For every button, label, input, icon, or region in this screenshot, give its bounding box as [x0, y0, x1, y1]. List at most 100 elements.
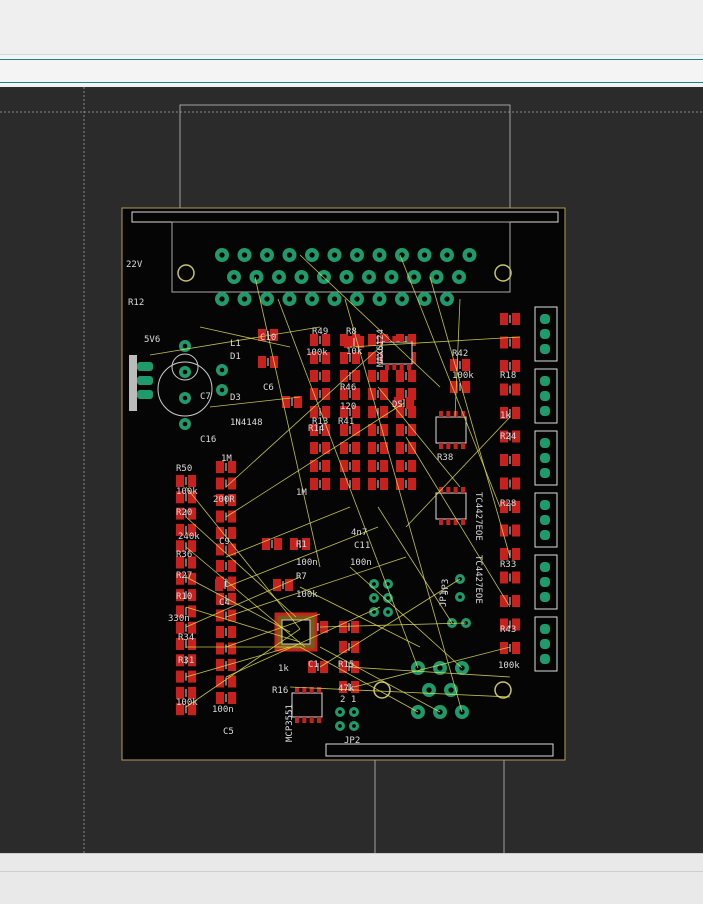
smd-part[interactable]	[339, 641, 359, 653]
smd-part[interactable]	[176, 572, 196, 585]
smd-part[interactable]	[500, 313, 520, 325]
via-hole	[352, 710, 356, 714]
smd-part[interactable]	[368, 334, 388, 346]
smd-pad	[512, 360, 520, 372]
smd-part[interactable]	[500, 571, 520, 584]
smd-part[interactable]	[216, 692, 236, 704]
smd-part[interactable]	[310, 424, 330, 436]
smd-part[interactable]	[500, 407, 520, 419]
smd-part[interactable]	[176, 589, 196, 602]
smd-part[interactable]	[216, 609, 236, 622]
smd-part[interactable]	[500, 501, 520, 513]
smd-part[interactable]	[216, 659, 236, 671]
smd-part[interactable]	[396, 388, 416, 400]
smd-part[interactable]	[500, 618, 520, 631]
smd-part[interactable]	[216, 494, 236, 506]
smd-part[interactable]	[176, 491, 196, 504]
smd-part[interactable]	[176, 605, 196, 618]
smd-components[interactable]	[176, 313, 520, 716]
right-connectors[interactable]	[129, 306, 558, 672]
smd-part[interactable]	[340, 460, 360, 472]
smd-pad	[512, 477, 520, 490]
smd-part[interactable]	[500, 477, 520, 490]
smd-part[interactable]	[340, 370, 360, 382]
smd-part[interactable]	[340, 352, 360, 364]
smd-part[interactable]	[368, 478, 388, 490]
smd-part[interactable]	[339, 621, 359, 633]
smd-part[interactable]	[368, 424, 388, 436]
smd-part[interactable]	[396, 370, 416, 382]
smd-part[interactable]	[176, 523, 196, 536]
smd-part[interactable]	[396, 406, 416, 418]
smd-part[interactable]	[216, 642, 236, 655]
via-hole	[219, 296, 225, 302]
airwire	[289, 686, 511, 698]
smd-part[interactable]	[396, 478, 416, 490]
smd-part[interactable]	[396, 460, 416, 472]
smd-part[interactable]	[176, 686, 196, 699]
via-hole	[286, 296, 293, 302]
smd-part[interactable]	[500, 642, 520, 654]
smd-part[interactable]	[216, 560, 236, 572]
smd-part[interactable]	[216, 527, 236, 539]
smd-part[interactable]	[500, 383, 520, 396]
smd-part[interactable]	[176, 507, 196, 520]
smd-part[interactable]	[282, 396, 302, 408]
smd-part[interactable]	[368, 460, 388, 472]
smd-part[interactable]	[310, 352, 330, 364]
smd-part[interactable]	[290, 538, 310, 550]
smd-part[interactable]	[176, 475, 196, 487]
smd-part[interactable]	[176, 556, 196, 569]
smd-pad	[228, 692, 236, 704]
smd-part[interactable]	[176, 654, 196, 667]
smd-part[interactable]	[216, 461, 236, 473]
pcb-svg[interactable]: R50100kR20240kR36R27R10330nR34R31100k1M2…	[0, 87, 703, 853]
smd-part[interactable]	[500, 360, 520, 372]
via-hole	[421, 296, 428, 302]
smd-part[interactable]	[396, 442, 416, 454]
smd-pad	[188, 491, 196, 504]
smd-part[interactable]	[340, 424, 360, 436]
smd-part[interactable]	[216, 510, 236, 523]
smd-part[interactable]	[310, 334, 330, 346]
title-bar	[0, 0, 703, 55]
smd-part[interactable]	[216, 626, 236, 638]
smd-part[interactable]	[216, 477, 236, 490]
smd-part[interactable]	[216, 593, 236, 605]
smd-part[interactable]	[500, 336, 520, 349]
smd-part[interactable]	[310, 370, 330, 382]
smd-part[interactable]	[368, 370, 388, 382]
smd-part[interactable]	[273, 579, 293, 591]
silk-bottom-strip	[325, 743, 554, 757]
smd-part[interactable]	[450, 359, 470, 371]
smd-part[interactable]	[368, 442, 388, 454]
smd-part[interactable]	[262, 538, 282, 550]
smd-part[interactable]	[450, 381, 470, 393]
smd-part[interactable]	[216, 543, 236, 556]
smd-pad	[340, 460, 348, 472]
smd-part[interactable]	[500, 454, 520, 466]
smd-part[interactable]	[396, 424, 416, 436]
smd-part[interactable]	[176, 621, 196, 634]
smd-part[interactable]	[340, 406, 360, 418]
smd-pad	[188, 540, 196, 553]
smd-pad	[450, 381, 458, 393]
smd-part[interactable]	[310, 478, 330, 490]
smd-part[interactable]	[340, 478, 360, 490]
smd-part[interactable]	[216, 675, 236, 688]
smd-part[interactable]	[344, 336, 364, 348]
pin-header-40[interactable]	[215, 248, 477, 306]
smd-part[interactable]	[310, 460, 330, 472]
smd-part[interactable]	[340, 442, 360, 454]
integrated-circuits[interactable]	[157, 336, 471, 731]
smd-part[interactable]	[176, 540, 196, 553]
smd-part[interactable]	[500, 524, 520, 537]
smd-part[interactable]	[500, 430, 520, 443]
smd-part[interactable]	[340, 388, 360, 400]
smd-part[interactable]	[310, 442, 330, 454]
smd-part[interactable]	[308, 661, 328, 673]
component-label: 100k	[306, 348, 328, 358]
airwire	[405, 416, 511, 528]
smd-part[interactable]	[500, 595, 520, 607]
